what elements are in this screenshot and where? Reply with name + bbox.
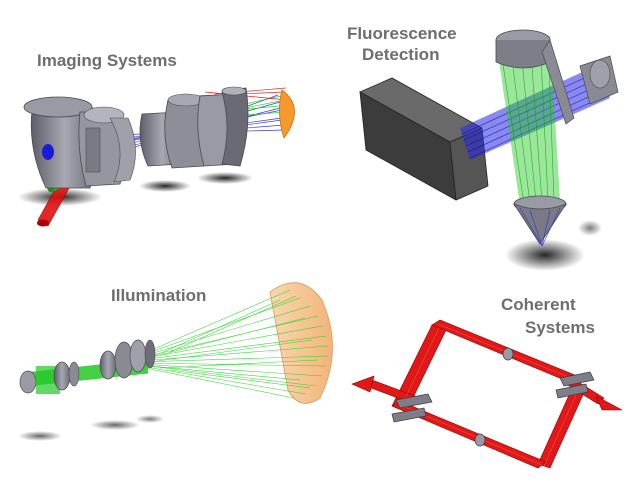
fluorescence-label-line2: Detection [362,45,440,64]
coherent-system [351,319,623,469]
illumination-rays [139,289,329,399]
fluorescence-blue-beam [460,55,619,160]
fluorescence-green-beam [495,29,575,206]
imaging-systems-label: Imaging Systems [37,51,177,70]
imaging-lens-rear [139,86,249,169]
illumination-label: Illumination [111,286,207,305]
coherent-label-line1: Coherent [501,295,576,314]
fluorescence-shadows [505,220,602,271]
coherent-label-line2: Systems [525,318,595,337]
illumination-target [269,282,333,404]
fluorescence-label-line1: Fluorescence [347,24,457,43]
coherent-input-arrow-icon [351,375,375,393]
illumination-lenses [19,339,156,394]
fluorescence-objective [512,195,568,247]
illumination-shadows [18,415,164,441]
coherent-optics [391,347,595,447]
imaging-system [18,86,295,227]
fluorescence-system [359,29,619,271]
imaging-target [279,89,295,139]
coherent-output-arrow-icon [595,395,623,411]
imaging-lens-front [23,96,136,189]
illumination-system [18,282,333,441]
coherent-arrows [351,375,623,411]
